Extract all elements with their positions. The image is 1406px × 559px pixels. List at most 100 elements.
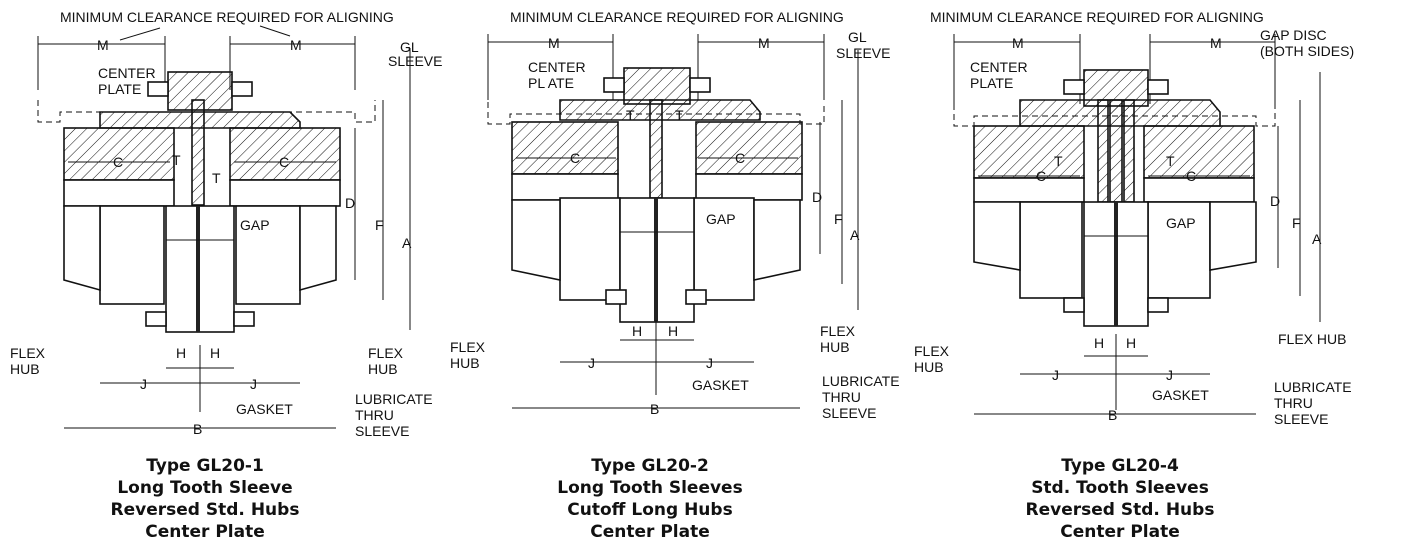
caption-line: Type GL20-2 xyxy=(591,456,709,476)
dim-c-right: C xyxy=(279,154,289,170)
dim-m-right: M xyxy=(758,35,770,51)
dim-c-left: C xyxy=(1036,168,1046,184)
dim-c-left: C xyxy=(570,150,580,166)
dim-h-left: H xyxy=(1094,335,1104,351)
label-gl-sleeve-1: GL xyxy=(848,29,867,45)
dim-c-right: C xyxy=(735,150,745,166)
label-gap-disc-2: (BOTH SIDES) xyxy=(1260,43,1354,59)
label-lubricate-3: SLEEVE xyxy=(822,405,876,421)
dim-j-right: J xyxy=(706,355,713,371)
label-gap: GAP xyxy=(240,217,270,233)
dim-t-b: T xyxy=(212,170,221,186)
dim-j-left: J xyxy=(140,376,147,392)
dim-b: B xyxy=(193,421,202,437)
label-gasket: GASKET xyxy=(1152,387,1209,403)
dim-f: F xyxy=(834,211,843,227)
label-lubricate-2: THRU xyxy=(1274,395,1313,411)
label-gap: GAP xyxy=(1166,215,1196,231)
dim-d: D xyxy=(1270,193,1280,209)
dim-a: A xyxy=(1312,231,1322,247)
dim-m-right: M xyxy=(1210,35,1222,51)
label-center-plate-1: CENTER xyxy=(528,59,586,75)
dim-c-right: C xyxy=(1186,168,1196,184)
dim-j-right: J xyxy=(250,376,257,392)
label-lubricate-1: LUBRICATE xyxy=(822,373,900,389)
dim-t-a: T xyxy=(626,107,635,123)
caption-line: Center Plate xyxy=(590,522,710,542)
dim-a: A xyxy=(850,227,860,243)
dim-j-right: J xyxy=(1166,367,1173,383)
diagram-panel-gl20-1: MINIMUM CLEARANCE REQUIRED FOR ALIGNING … xyxy=(0,0,470,559)
label-flex-hub-right: FLEX HUB xyxy=(1278,331,1346,347)
label-flex-hub-left-2: HUB xyxy=(450,355,480,371)
label-flex-hub-right-1: FLEX xyxy=(368,345,404,361)
clearance-note: MINIMUM CLEARANCE REQUIRED FOR ALIGNING xyxy=(60,9,394,25)
caption-line: Long Tooth Sleeves xyxy=(557,478,743,498)
dim-m-left: M xyxy=(1012,35,1024,51)
caption-gl20-2: Type GL20-2 Long Tooth Sleeves Cutoff Lo… xyxy=(530,455,770,543)
label-lubricate-3: SLEEVE xyxy=(1274,411,1328,427)
dim-b: B xyxy=(650,401,659,417)
label-lubricate-3: SLEEVE xyxy=(355,423,409,439)
label-flex-hub-left-1: FLEX xyxy=(914,343,950,359)
label-flex-hub-left-1: FLEX xyxy=(450,339,486,355)
label-gap: GAP xyxy=(706,211,736,227)
dim-d: D xyxy=(345,195,355,211)
label-gl-sleeve-2: SLEEVE xyxy=(388,53,442,69)
dim-m-right: M xyxy=(290,37,302,53)
dim-t-b: T xyxy=(675,107,684,123)
clearance-note: MINIMUM CLEARANCE REQUIRED FOR ALIGNING xyxy=(510,9,844,25)
caption-gl20-4: Type GL20-4 Std. Tooth Sleeves Reversed … xyxy=(1000,455,1240,543)
dim-h-right: H xyxy=(668,323,678,339)
coupling-drawing-gl20-4: MINIMUM CLEARANCE REQUIRED FOR ALIGNING … xyxy=(914,9,1354,427)
caption-line: Long Tooth Sleeve xyxy=(117,478,293,498)
diagram-panel-gl20-4: MINIMUM CLEARANCE REQUIRED FOR ALIGNING … xyxy=(914,0,1406,559)
caption-line: Type GL20-1 xyxy=(146,456,264,476)
label-flex-hub-right-1: FLEX xyxy=(820,323,856,339)
caption-line: Center Plate xyxy=(1060,522,1180,542)
caption-line: Cutoff Long Hubs xyxy=(567,500,733,520)
label-lubricate-2: THRU xyxy=(822,389,861,405)
label-gl-sleeve-2: SLEEVE xyxy=(836,45,890,61)
coupling-drawing-gl20-1: MINIMUM CLEARANCE REQUIRED FOR ALIGNING … xyxy=(10,9,442,439)
caption-line: Reversed Std. Hubs xyxy=(110,500,300,520)
dim-j-left: J xyxy=(1052,367,1059,383)
label-flex-hub-right-2: HUB xyxy=(820,339,850,355)
label-gl-sleeve-1: GL xyxy=(400,39,419,55)
label-lubricate-1: LUBRICATE xyxy=(1274,379,1352,395)
dim-j-left: J xyxy=(588,355,595,371)
dim-c-left: C xyxy=(113,154,123,170)
dim-a: A xyxy=(402,235,412,251)
dim-f: F xyxy=(1292,215,1301,231)
caption-line: Type GL20-4 xyxy=(1061,456,1179,476)
dim-m-left: M xyxy=(548,35,560,51)
dim-h-right: H xyxy=(210,345,220,361)
label-lubricate-2: THRU xyxy=(355,407,394,423)
dim-h-left: H xyxy=(632,323,642,339)
dim-f: F xyxy=(375,217,384,233)
label-center-plate-1: CENTER xyxy=(98,65,156,81)
label-flex-hub-left-2: HUB xyxy=(914,359,944,375)
label-center-plate-2: PL ATE xyxy=(528,75,574,91)
label-flex-hub-left-1: FLEX xyxy=(10,345,46,361)
label-gasket: GASKET xyxy=(236,401,293,417)
caption-line: Std. Tooth Sleeves xyxy=(1031,478,1209,498)
dim-t-a: T xyxy=(172,152,181,168)
clearance-note: MINIMUM CLEARANCE REQUIRED FOR ALIGNING xyxy=(930,9,1264,25)
caption-line: Center Plate xyxy=(145,522,265,542)
dim-h-right: H xyxy=(1126,335,1136,351)
label-center-plate-1: CENTER xyxy=(970,59,1028,75)
label-flex-hub-left-2: HUB xyxy=(10,361,40,377)
dim-t-b: T xyxy=(1166,153,1175,169)
label-flex-hub-right-2: HUB xyxy=(368,361,398,377)
caption-gl20-1: Type GL20-1 Long Tooth Sleeve Reversed S… xyxy=(95,455,315,543)
dim-h-left: H xyxy=(176,345,186,361)
dim-m-left: M xyxy=(97,37,109,53)
diagram-panel-gl20-2: MINIMUM CLEARANCE REQUIRED FOR ALIGNING … xyxy=(450,0,930,559)
dim-d: D xyxy=(812,189,822,205)
label-gap-disc-1: GAP DISC xyxy=(1260,27,1327,43)
dim-t-a: T xyxy=(1054,153,1063,169)
dim-b: B xyxy=(1108,407,1117,423)
coupling-drawing-gl20-2: MINIMUM CLEARANCE REQUIRED FOR ALIGNING … xyxy=(450,9,900,421)
label-center-plate-2: PLATE xyxy=(970,75,1013,91)
